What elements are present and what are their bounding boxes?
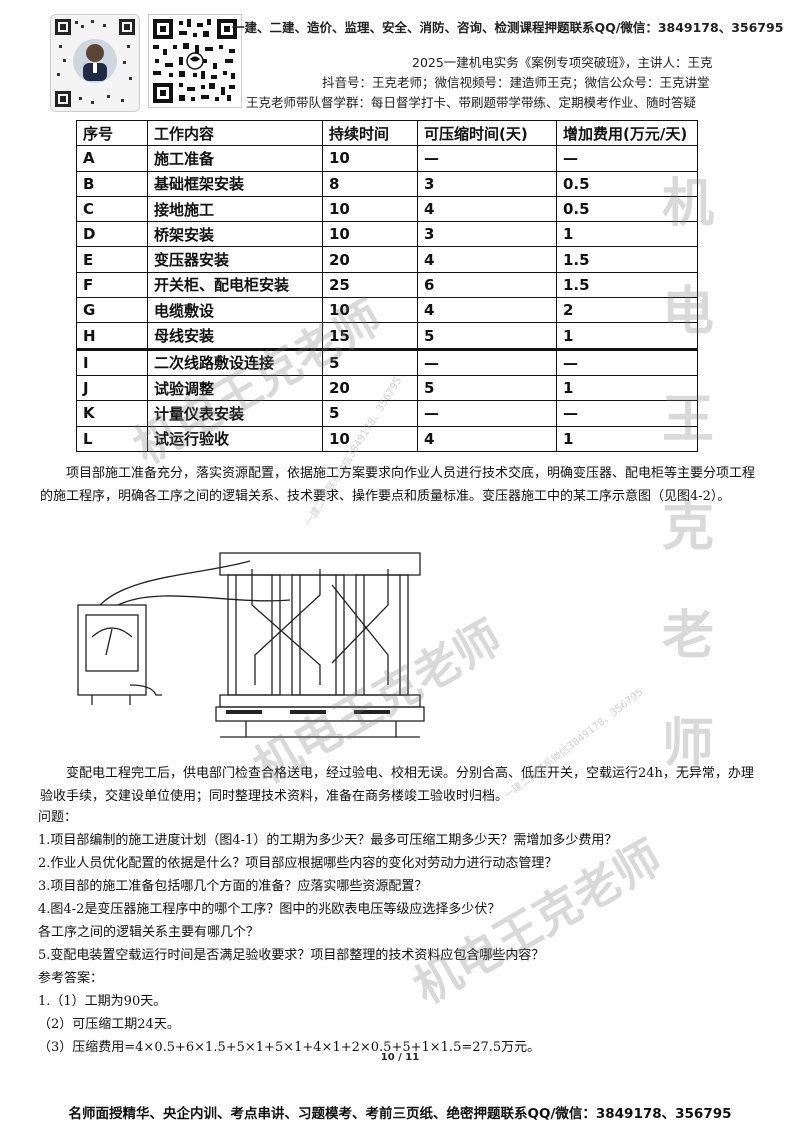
table-cell-compressible: — xyxy=(417,145,557,172)
table-cell-compressible: 3 xyxy=(417,221,557,248)
table-cell-number: F xyxy=(76,271,148,299)
table-cell-work: 施工准备 xyxy=(147,145,323,172)
table-cell-work: 基础框架安装 xyxy=(147,170,323,197)
table-cell-compressible: — xyxy=(417,347,557,376)
table-cell-cost: — xyxy=(556,145,698,172)
table-cell-work: 试运行验收 xyxy=(147,425,323,452)
table-cell-duration: 10 xyxy=(322,221,418,248)
answers-label: 参考答案： xyxy=(38,971,104,986)
table-cell-duration: 8 xyxy=(322,170,418,197)
table-cell-compressible: 4 xyxy=(417,425,557,452)
table-cell-compressible: — xyxy=(417,400,557,427)
table-cell-work: 桥架安装 xyxy=(147,221,323,248)
table-cell-duration: 15 xyxy=(322,322,418,350)
question-4: 4.图4-2是变压器施工程序中的哪个工序？图中的兆欧表电压等级应选择多少伏？ xyxy=(38,902,501,917)
table-cell-work: 计量仪表安装 xyxy=(147,400,323,427)
table-cell-duration: 20 xyxy=(322,246,418,273)
table-cell-cost: 0.5 xyxy=(556,195,698,223)
table-cell-compressible: 5 xyxy=(417,374,557,402)
paragraph-acceptance: 变配电工程完工后，供电部门检查合格送电，经过验电、校相无误。分别合高、低压开关，… xyxy=(40,766,754,804)
table-cell-compressible: 6 xyxy=(417,271,557,299)
figure-4-2-insulation-test-diagram xyxy=(77,552,425,738)
header-course-line: 2025一建机电实务《案例专项突破班》，主讲人：王克 xyxy=(412,55,713,70)
table-cell-duration: 20 xyxy=(322,374,418,402)
table-cell-compressible: 3 xyxy=(417,170,557,197)
table-cell-cost: 1 xyxy=(556,221,698,248)
table-cell-number: I xyxy=(76,347,148,376)
table-cell-work: 二次线路敷设连接 xyxy=(147,347,323,376)
question-2: 2.作业人员优化配置的依据是什么？项目部应根据哪些内容的变化对劳动力进行动态管理… xyxy=(38,856,558,871)
table-cell-work: 电缆敷设 xyxy=(147,297,323,324)
answer-1-duration: 1.（1）工期为90天。 xyxy=(38,994,167,1009)
table-cell-cost: 1.5 xyxy=(556,246,698,273)
header-group-line: 王克老师带队督学群：每日督学打卡、带刷题带学带练、定期模考作业、随时答疑 xyxy=(246,95,697,110)
page-number: 10 / 11 xyxy=(380,1052,420,1063)
table-cell-number: K xyxy=(76,400,148,427)
table-cell-cost: 1 xyxy=(556,322,698,350)
table-cell-duration: 10 xyxy=(322,145,418,172)
column-header-number: 序号 xyxy=(76,119,148,147)
answer-1-compression: （2）可压缩工期24天。 xyxy=(38,1017,180,1032)
question-3: 3.项目部的施工准备包括哪几个方面的准备？应落实哪些资源配置？ xyxy=(38,879,428,894)
table-cell-duration: 10 xyxy=(322,195,418,223)
table-cell-cost: 0.5 xyxy=(556,170,698,197)
table-cell-cost: 1.5 xyxy=(556,271,698,299)
table-cell-number: B xyxy=(76,170,148,197)
table-cell-duration: 10 xyxy=(322,297,418,324)
wechat-qr-code xyxy=(148,14,242,108)
table-cell-cost: 1 xyxy=(556,425,698,452)
table-cell-compressible: 5 xyxy=(417,322,557,350)
table-cell-number: H xyxy=(76,322,148,350)
table-cell-work: 接地施工 xyxy=(147,195,323,223)
author-qr-code xyxy=(50,14,140,112)
table-cell-duration: 25 xyxy=(322,271,418,299)
column-header-compressible: 可压缩时间(天) xyxy=(417,119,557,147)
table-cell-cost: — xyxy=(556,400,698,427)
watermark-char: 老 xyxy=(661,606,714,666)
table-cell-number: E xyxy=(76,246,148,273)
table-cell-duration: 5 xyxy=(322,347,418,376)
table-cell-cost: 2 xyxy=(556,297,698,324)
questions-label: 问题： xyxy=(38,810,78,825)
table-cell-compressible: 4 xyxy=(417,195,557,223)
table-cell-work: 母线安装 xyxy=(147,322,323,350)
question-4-continued: 各工序之间的逻辑关系主要有哪几个？ xyxy=(38,925,260,940)
header-social-line: 抖音号：王克老师；微信视频号：建造师王克；微信公众号：王克讲堂 xyxy=(322,75,710,90)
table-cell-work: 开关柜、配电柜安装 xyxy=(147,271,323,299)
column-header-cost: 增加费用(万元/天) xyxy=(556,119,698,147)
table-cell-number: D xyxy=(76,221,148,248)
paragraph-preparation: 项目部施工准备充分，落实资源配置，依据施工方案要求向作业人员进行技术交底，明确变… xyxy=(40,466,756,504)
table-cell-compressible: 4 xyxy=(417,246,557,273)
column-header-work: 工作内容 xyxy=(147,119,323,147)
table-cell-number: G xyxy=(76,297,148,324)
table-cell-work: 试验调整 xyxy=(147,374,323,402)
header-contact-line: 一建、二建、造价、监理、安全、消防、咨询、检测课程押题联系QQ/微信：38491… xyxy=(232,20,784,35)
table-cell-cost: — xyxy=(556,347,698,376)
answer-1-cost: （3）压缩费用=4×0.5+6×1.5+5×1+5×1+4×1+2×0.5+5+… xyxy=(38,1040,541,1055)
table-cell-number: A xyxy=(76,145,148,172)
column-header-duration: 持续时间 xyxy=(322,119,418,147)
table-cell-number: J xyxy=(76,374,148,402)
table-cell-compressible: 4 xyxy=(417,297,557,324)
table-cell-work: 变压器安装 xyxy=(147,246,323,273)
table-cell-number: L xyxy=(76,425,148,452)
table-cell-cost: 1 xyxy=(556,374,698,402)
table-cell-number: C xyxy=(76,195,148,223)
question-5: 5.变配电装置空载运行时间是否满足验收要求？项目部整理的技术资料应包含哪些内容？ xyxy=(38,948,545,963)
question-1: 1.项目部编制的施工进度计划（图4-1）的工期为多少天？最多可压缩工期多少天？需… xyxy=(38,833,618,848)
table-header-row: 序号 工作内容 持续时间 可压缩时间(天) 增加费用(万元/天) xyxy=(76,119,698,147)
footer-contact: 名师面授精华、央企内训、考点串讲、习题模考、考前三页纸、绝密押题联系QQ/微信：… xyxy=(68,1106,732,1122)
